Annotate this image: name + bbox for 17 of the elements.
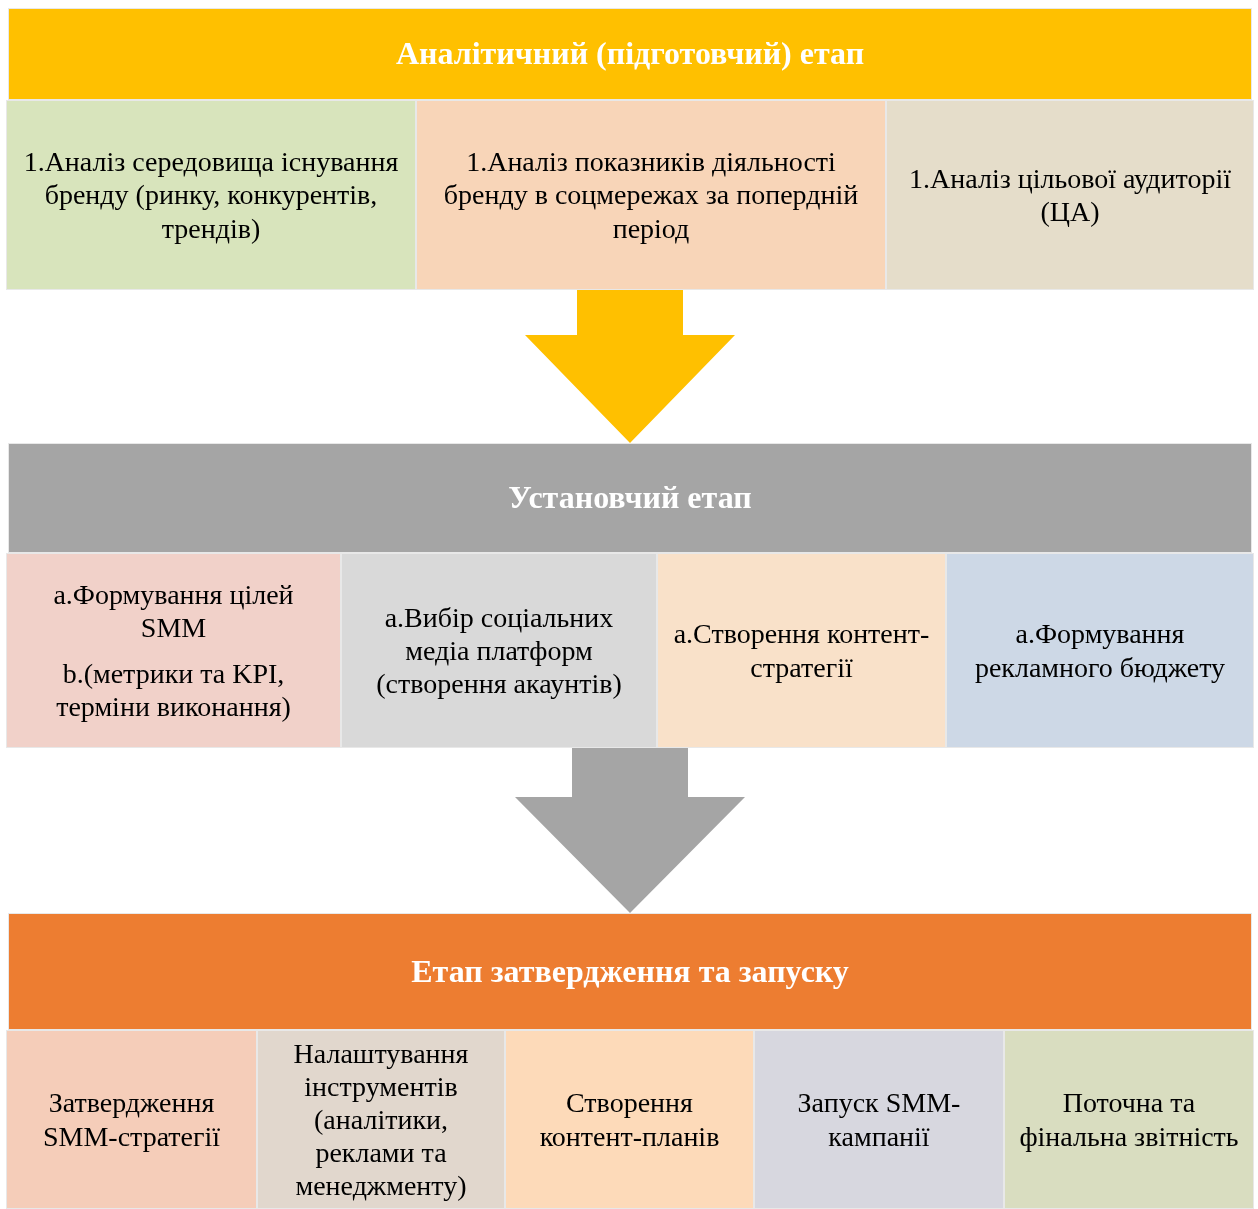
- step-box: Поточна та фінальна звітність: [1004, 1030, 1254, 1209]
- step-box: 1.Аналіз середовища існування бренду (ринку, конкурентів, трендів): [6, 100, 416, 290]
- block-arrow: [525, 290, 735, 443]
- stage-header: Аналітичний (підготовчий) етап: [8, 8, 1252, 100]
- step-box: a.Формування цілей SMM b.(метрики та KPI, терміни виконання): [6, 553, 341, 748]
- step-box: Створення контент-планів: [505, 1030, 754, 1209]
- step-box: Затвердження SMM-стратегії: [6, 1030, 257, 1209]
- step-box: a.Створення контент-стратегії: [657, 553, 946, 748]
- stage-header: Установчий етап: [8, 443, 1252, 553]
- step-box: Запуск SMM-кампанії: [754, 1030, 1004, 1209]
- block-arrow: [515, 748, 745, 913]
- step-box: 1.Аналіз показників діяльності бренду в соцмережах за попердній період: [416, 100, 886, 290]
- stage-header: Етап затвердження та запуску: [8, 913, 1252, 1030]
- step-box: 1.Аналіз цільової аудиторії (ЦА): [886, 100, 1254, 290]
- step-box: a.Формування рекламного бюджету: [946, 553, 1254, 748]
- step-box: Налаштування інструментів (аналітики, реклами та менеджменту): [257, 1030, 505, 1209]
- step-box: a.Вибір соціальних медіа платформ (створення акаунтів): [341, 553, 657, 748]
